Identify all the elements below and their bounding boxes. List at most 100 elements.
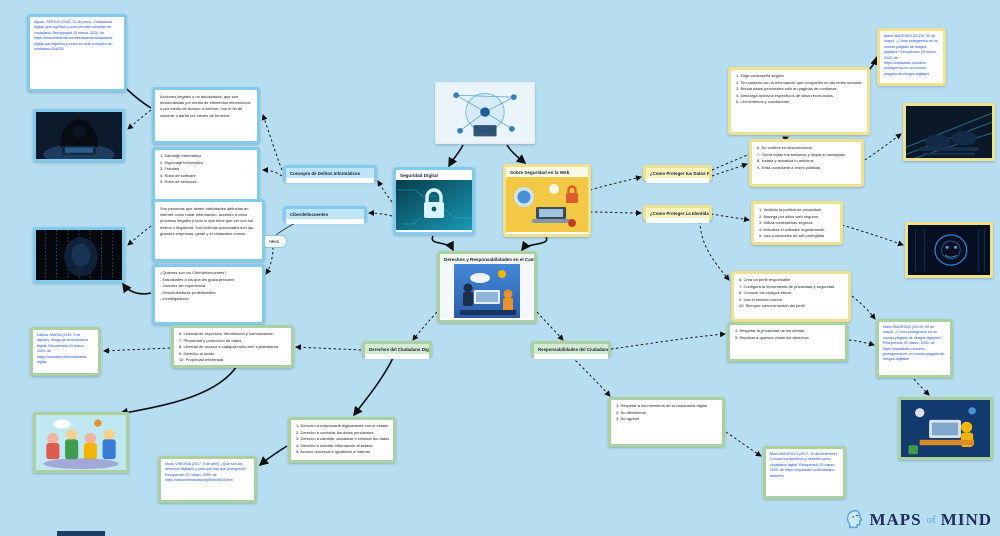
citizens-cartoon-art [36,415,126,470]
list-line: 2. Derecho a controlar tus datos persona… [296,429,374,435]
proteger-identidad-label-node[interactable]: ¿Como Proteger La Identidad Digita [643,205,712,223]
digital-citizen-cartoon-art [901,400,990,457]
digital-citizen-cartoon-photo[interactable] [898,397,993,460]
list-line: - Estudiantes a los que les gusta presum… [160,276,235,282]
citizens-cartoon-photo[interactable] [33,412,129,473]
logo-word-maps: MAPS [869,509,922,529]
list-line: 5. Usa conexiones de wifi protegidas [759,233,825,239]
hacker-photo-art [36,112,122,159]
node-stub [534,354,608,359]
citation-mauricio-right-node[interactable]: Mario MAURICIO (2017b, 30 de mayo). ¿Cóm… [876,319,953,378]
list-line: 4. Derecho a solicitar información al es… [296,442,373,448]
node-stub [646,218,709,223]
node-stub [646,178,709,183]
concepto-delitos-label-node[interactable]: Concepto de Delitos Informáticos [283,165,377,183]
list-line: 6. Crea un perfil responsable [739,277,791,282]
web-security-illustration [506,177,588,232]
list-line: 5. Lee términos y condiciones [736,99,789,105]
keyboard-photo-art [906,106,992,158]
list-line: 6. Libertad de expresión, información y … [179,331,274,336]
proteger-datos-label: ¿Como Proteger tus Datos Personal [646,168,709,178]
derechos-ciudadano-label-node[interactable]: Derechos del Ciudadano Digital [362,341,432,359]
concepto-delitos-label: Concepto de Delitos Informáticos [286,168,374,178]
list-line: 1. Respetar a los miembros de la ciudada… [616,403,707,408]
list-line: 1. Sabotaje Informático [160,153,202,158]
list-line: - Investigadores [160,296,189,302]
ciberdelincuentes-definicion-node[interactable]: Son personas que tienen habilidades defi… [152,199,265,262]
list-line: 4. Respetar la privacidad de los demás [735,328,805,333]
derechos-6-10-list[interactable]: 6. Libertad de expresión, información y … [171,325,294,368]
network-photo-art [437,84,533,142]
list-line: 5. Acceso universal e igualitario a Inte… [296,449,371,455]
ciberdelincuentes-label-node[interactable]: Ciberdelincuentes [283,206,367,224]
citation-mora-node[interactable]: Mora, VIRGINIA (2017, 5 de abril). ¿Qué … [158,456,257,503]
face-code-photo[interactable] [905,222,993,278]
list-line: 2. No discriminar [616,409,647,415]
node-stub [286,178,374,183]
sobre-seguridad-web-node[interactable]: Sobre Seguridad en la Web [503,164,591,237]
network-photo[interactable] [435,82,535,144]
list-line: ¿Quienes son los Ciberdelincuentes? [160,270,227,275]
maps-of-mind-logo[interactable]: MAPS of MIND [844,509,992,530]
node-stub [286,219,364,224]
code-face-photo-art [36,230,122,280]
list-line: 3. Brinda datos personales solo en pagin… [736,86,837,92]
list-line: - Jóvenes sin experiencia [160,283,206,289]
citation-agudo-node[interactable]: Agudo, SERGIO (2016, 23 de junio). Ciuda… [27,14,127,92]
logo-word-of: of [926,513,936,526]
logo-word-mind: MIND [940,509,992,529]
list-line: 2. Ten cuidado con la información que co… [736,79,862,85]
hacker-photo[interactable] [33,109,125,162]
list-line: 1. Elige contraseña segura [736,73,784,78]
ciberdelincuentes-label: Ciberdelincuentes [286,209,364,219]
sobre-seguridad-web-title: Sobre Seguridad en la Web [506,167,588,177]
logo-head-icon [847,510,863,529]
responsabilidades-label-node[interactable]: Responsabilidades del Ciudadano Dig [531,341,611,359]
list-line: 7. Cierra todas tus sesiones y limpia el… [757,151,846,157]
list-line: 4. Descarga archivos especificos de siti… [736,92,833,98]
list-line: 3. Derecho a cambiar, actualizar o elimi… [296,436,390,442]
derechos-1-5-list[interactable]: 1. Derecho a relacionarte digitalmente c… [288,417,396,463]
padlock-circuit-photo [396,180,472,230]
quienes-ciberdelincuentes-list[interactable]: ¿Quienes son los Ciberdelincuentes?- Est… [152,264,265,325]
list-line: 7. Privacidad y protección de datos [179,337,242,343]
list-line: 2. Espionaje Informático [160,159,203,165]
list-line: 4. Robo de software [160,172,196,178]
digital-rights-illustration [440,264,534,318]
derechos-responsabilidades-node[interactable]: Derechos y Responsabilidades en el Campo… [437,251,537,323]
responsabilidades-label: Responsabilidades del Ciudadano Dig [534,344,608,354]
list-line: 9. Derecho al olvido [179,350,215,356]
list-line: 3. Utiliza contraseñas seguras [759,220,813,226]
list-line: 3. Fraudes [160,166,180,172]
list-line: 5. Robo de servicios [160,179,197,185]
list-line: 10. Propiedad Intelectual [179,357,224,363]
citation-kalthia-node[interactable]: Kalthia, MARIA (2019, 3 de agosto). ries… [30,327,101,376]
derechos-responsabilidades-title: Derechos y Responsabilidades en el Campo… [440,254,534,264]
list-line: 8. Libertad de acceso a cualquier sitio … [179,344,278,350]
list-line: 3. No agredir [616,416,640,422]
keyboard-typing-photo[interactable] [903,103,995,161]
proteger-datos-label-node[interactable]: ¿Como Proteger tus Datos Personal [643,165,712,183]
list-line: 5. Reportar a quienes violan los derecho… [735,334,809,340]
list-line: 1. Derecho a relacionarte digitalmente c… [296,423,389,428]
code-face-photo[interactable] [33,227,125,283]
list-line: 2. Navega por sitios web seguros [759,213,819,219]
citation-mauricio-bottom-node[interactable]: Mario MAURICIO (2017, 19 de diciembre). … [763,446,846,499]
seguridad-digital-title: Seguridad Digital [396,170,472,180]
node-stub [365,354,429,359]
list-line: 6. No confíes en desconocidos [757,145,812,150]
citation-mauricio-top-node[interactable]: Mario MAURICIO (2017b, 30 de mayo). ¿Cóm… [877,28,946,86]
list-line: 8. Instala y actualiza tu antivirus [757,158,814,164]
bottom-bar-fragment [57,531,105,536]
delitos-definicion-node[interactable]: Acciones ilegales o no autorizadas, que … [152,87,260,144]
seguridad-digital-node[interactable]: Seguridad Digital [393,167,475,235]
responsabilidades-1-3-list[interactable]: 1. Respetar a los miembros de la ciudada… [608,397,725,447]
list-line: 4. Actualiza el software regularmente [759,226,825,232]
